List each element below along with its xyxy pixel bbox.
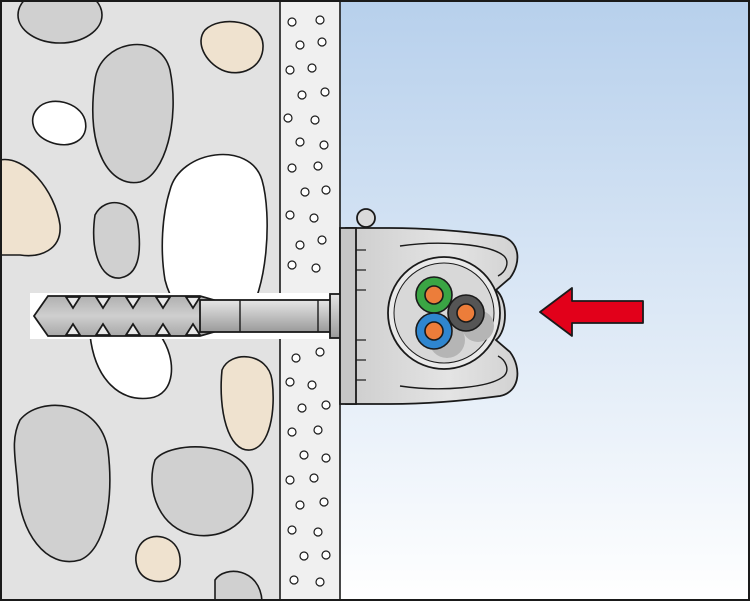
stone <box>31 100 87 146</box>
stone <box>0 158 61 257</box>
plaster-dot <box>287 525 297 535</box>
plaster-dot <box>321 453 331 463</box>
plaster-dot <box>297 403 307 413</box>
wall-plug <box>32 295 215 337</box>
plaster-dot <box>321 550 331 560</box>
plaster-dot <box>289 575 299 585</box>
push-direction-arrow <box>539 287 644 337</box>
plaster-dot <box>299 551 309 561</box>
plaster-dot <box>307 63 317 73</box>
plaster-dot <box>309 473 319 483</box>
plaster-texture <box>283 15 331 587</box>
plaster-dot <box>320 87 330 97</box>
plaster-dot <box>319 497 329 507</box>
bolt-shaft <box>199 299 341 333</box>
plaster-dot <box>313 527 323 537</box>
cable-blue <box>415 312 453 350</box>
plaster-dot <box>300 187 310 197</box>
plaster-dot <box>311 263 321 273</box>
plaster-dot <box>295 240 305 250</box>
aggregate-stones <box>0 0 274 601</box>
clip-ribs <box>356 249 366 381</box>
clip-base-plate <box>339 227 357 405</box>
plaster-dot <box>317 235 327 245</box>
plaster-dot <box>315 15 325 25</box>
plaster-dot <box>297 90 307 100</box>
cables <box>415 276 494 358</box>
plug-teeth <box>64 296 202 336</box>
plaster-dot <box>317 37 327 47</box>
plaster-dot <box>287 260 297 270</box>
plaster-dot <box>313 161 323 171</box>
plaster-dot <box>283 113 293 123</box>
plaster-dot <box>313 425 323 435</box>
stone <box>13 404 111 563</box>
cable-clip <box>339 208 519 405</box>
plaster-dot <box>309 213 319 223</box>
cable-dark <box>447 294 485 332</box>
plaster-dot <box>285 210 295 220</box>
plaster-dot <box>321 185 331 195</box>
stone <box>220 356 274 451</box>
stone <box>92 201 141 279</box>
plaster-dot <box>310 115 320 125</box>
stone <box>17 0 103 44</box>
plaster-dot <box>295 137 305 147</box>
plaster-dot <box>299 450 309 460</box>
plaster-dot <box>285 377 295 387</box>
plaster-dot <box>287 17 297 27</box>
clip-inner-loop-top <box>399 242 508 277</box>
clip-inner-loop-bottom <box>399 355 508 390</box>
plaster-dot <box>307 380 317 390</box>
plaster-dot <box>321 400 331 410</box>
plaster-dot <box>319 140 329 150</box>
stone <box>200 20 264 74</box>
stone <box>135 535 181 583</box>
plaster-dot <box>315 577 325 587</box>
bolt <box>199 293 343 339</box>
plaster-dot <box>285 65 295 75</box>
stone <box>91 43 174 184</box>
plaster-dot <box>295 500 305 510</box>
plaster-dot <box>285 475 295 485</box>
plaster-dot <box>287 427 297 437</box>
plaster-dot <box>315 347 325 357</box>
stone <box>151 446 254 537</box>
clip-top-knob <box>356 208 376 228</box>
plaster-dot <box>287 163 297 173</box>
cable-green <box>415 276 453 314</box>
plug-body <box>32 295 215 337</box>
plaster-dot <box>295 40 305 50</box>
plaster-dot <box>291 353 301 363</box>
